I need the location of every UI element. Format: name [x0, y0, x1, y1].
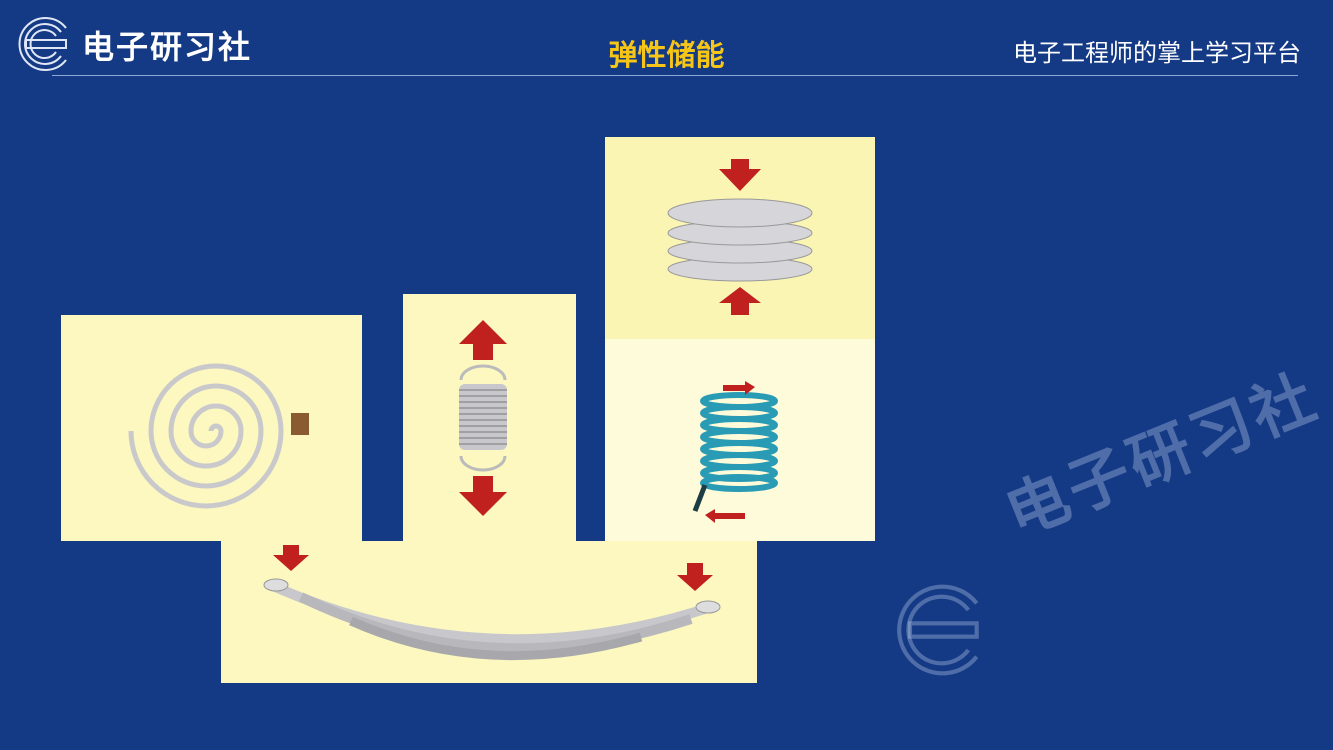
leaf-spring-image	[263, 545, 721, 661]
logo-icon	[18, 17, 67, 71]
leaf-spring-panel	[221, 541, 757, 683]
torsion-spring-panel	[605, 339, 875, 541]
spiral-spring-panel	[61, 315, 362, 541]
header-divider	[52, 75, 1298, 76]
disc-spring-image	[667, 159, 813, 315]
extension-spring-image	[459, 320, 507, 516]
watermark-logo-icon	[897, 584, 979, 676]
extension-spring-panel	[403, 294, 576, 541]
brand-name: 电子研习社	[82, 28, 253, 66]
torsion-spring-image	[692, 381, 778, 523]
spiral-spring-image	[128, 363, 309, 509]
disc-spring-panel	[605, 137, 875, 339]
subtitle: 电子工程师的掌上学习平台	[1013, 39, 1301, 67]
watermark-text: 电子研习社	[995, 359, 1329, 551]
page-title: 弹性储能	[608, 38, 725, 72]
